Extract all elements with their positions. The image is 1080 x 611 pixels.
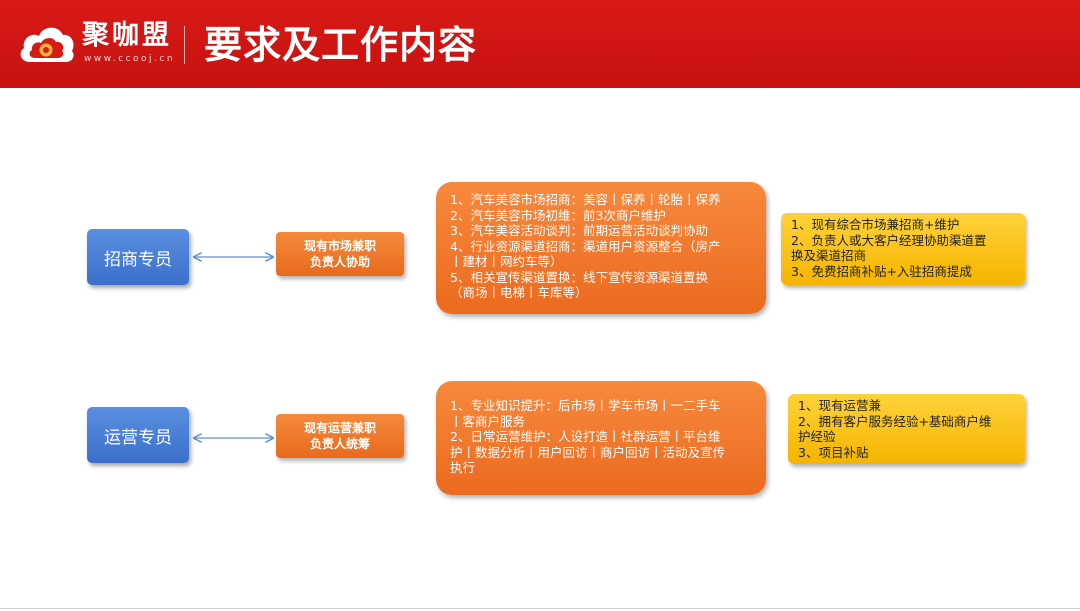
assist-line: 负责人统筹 [309, 437, 370, 451]
page-title: 要求及工作内容 [204, 23, 478, 67]
requirement-box-operator: 1、现有运营兼 2、拥有客户服务经验+基础商户维 护经验 3、项目补贴 [788, 394, 1025, 464]
requirement-line: 3、项目补贴 [798, 444, 869, 460]
role-box-recruiter: 招商专员 [87, 229, 189, 285]
task-box-operator: 1、专业知识提升：后市场丨学车市场丨一二手车 丨客商户服务 2、日常运营维护：人… [436, 381, 766, 495]
task-line: （商场丨电梯丨车库等） [450, 285, 588, 300]
task-line: 执行 [450, 460, 476, 475]
task-line: 1、汽车美容市场招商：美容丨保养丨轮胎丨保养 [450, 192, 721, 207]
assist-line: 现有运营兼职 [303, 421, 376, 435]
requirement-line: 1、现有综合市场兼招商+维护 [791, 217, 960, 232]
requirement-line: 3、免费招商补贴+入驻招商提成 [791, 263, 972, 279]
task-line: 5、相关宣传渠道置换：线下宣传资源渠道置换 [450, 269, 708, 285]
header-divider [184, 26, 185, 64]
cloud-coffee-logo-icon [20, 27, 74, 63]
requirement-line: 1、现有运营兼 [798, 398, 881, 413]
requirement-line: 护经验 [798, 429, 836, 444]
requirement-box-recruiter: 1、现有综合市场兼招商+维护 2、负责人或大客户经理协助渠道置 换及渠道招商 3… [781, 213, 1025, 285]
task-line: 2、日常运营维护：人设打造丨社群运营丨平台维 [450, 429, 721, 444]
task-box-recruiter: 1、汽车美容市场招商：美容丨保养丨轮胎丨保养 2、汽车美容市场初维：前3次商户维… [436, 182, 766, 314]
header-banner: 聚咖盟 www.ccooj.cn 要求及工作内容 [0, 0, 1080, 88]
task-line: 3、汽车美容活动谈判：前期运营活动谈判协助 [450, 223, 708, 238]
assist-box-recruiter: 现有市场兼职 负责人协助 [276, 232, 404, 276]
footer-divider [0, 608, 1080, 609]
requirement-line: 2、拥有客户服务经验+基础商户维 [798, 413, 992, 429]
task-line: 2、汽车美容市场初维：前3次商户维护 [450, 207, 666, 223]
role-label: 运营专员 [104, 427, 172, 448]
brand-url: www.ccooj.cn [84, 54, 176, 64]
assist-box-operator: 现有运营兼职 负责人统筹 [276, 414, 404, 458]
assist-line: 现有市场兼职 [303, 239, 376, 253]
task-line: 1、专业知识提升：后市场丨学车市场丨一二手车 [450, 398, 721, 413]
requirement-line: 2、负责人或大客户经理协助渠道置 [791, 232, 987, 248]
task-line: 丨建材丨网约车等） [450, 254, 563, 269]
assist-line: 负责人协助 [309, 255, 370, 269]
role-label: 招商专员 [104, 249, 172, 270]
role-box-operator: 运营专员 [87, 407, 189, 463]
task-line: 丨客商户服务 [450, 413, 526, 429]
requirement-line: 换及渠道招商 [791, 248, 867, 263]
task-line: 护丨数据分析丨用户回访丨商户回访丨活动及宣传 [450, 444, 726, 460]
task-line: 4、行业资源渠道招商：渠道用户资源整合（房产 [450, 238, 721, 254]
brand-name: 聚咖盟 [82, 20, 172, 51]
